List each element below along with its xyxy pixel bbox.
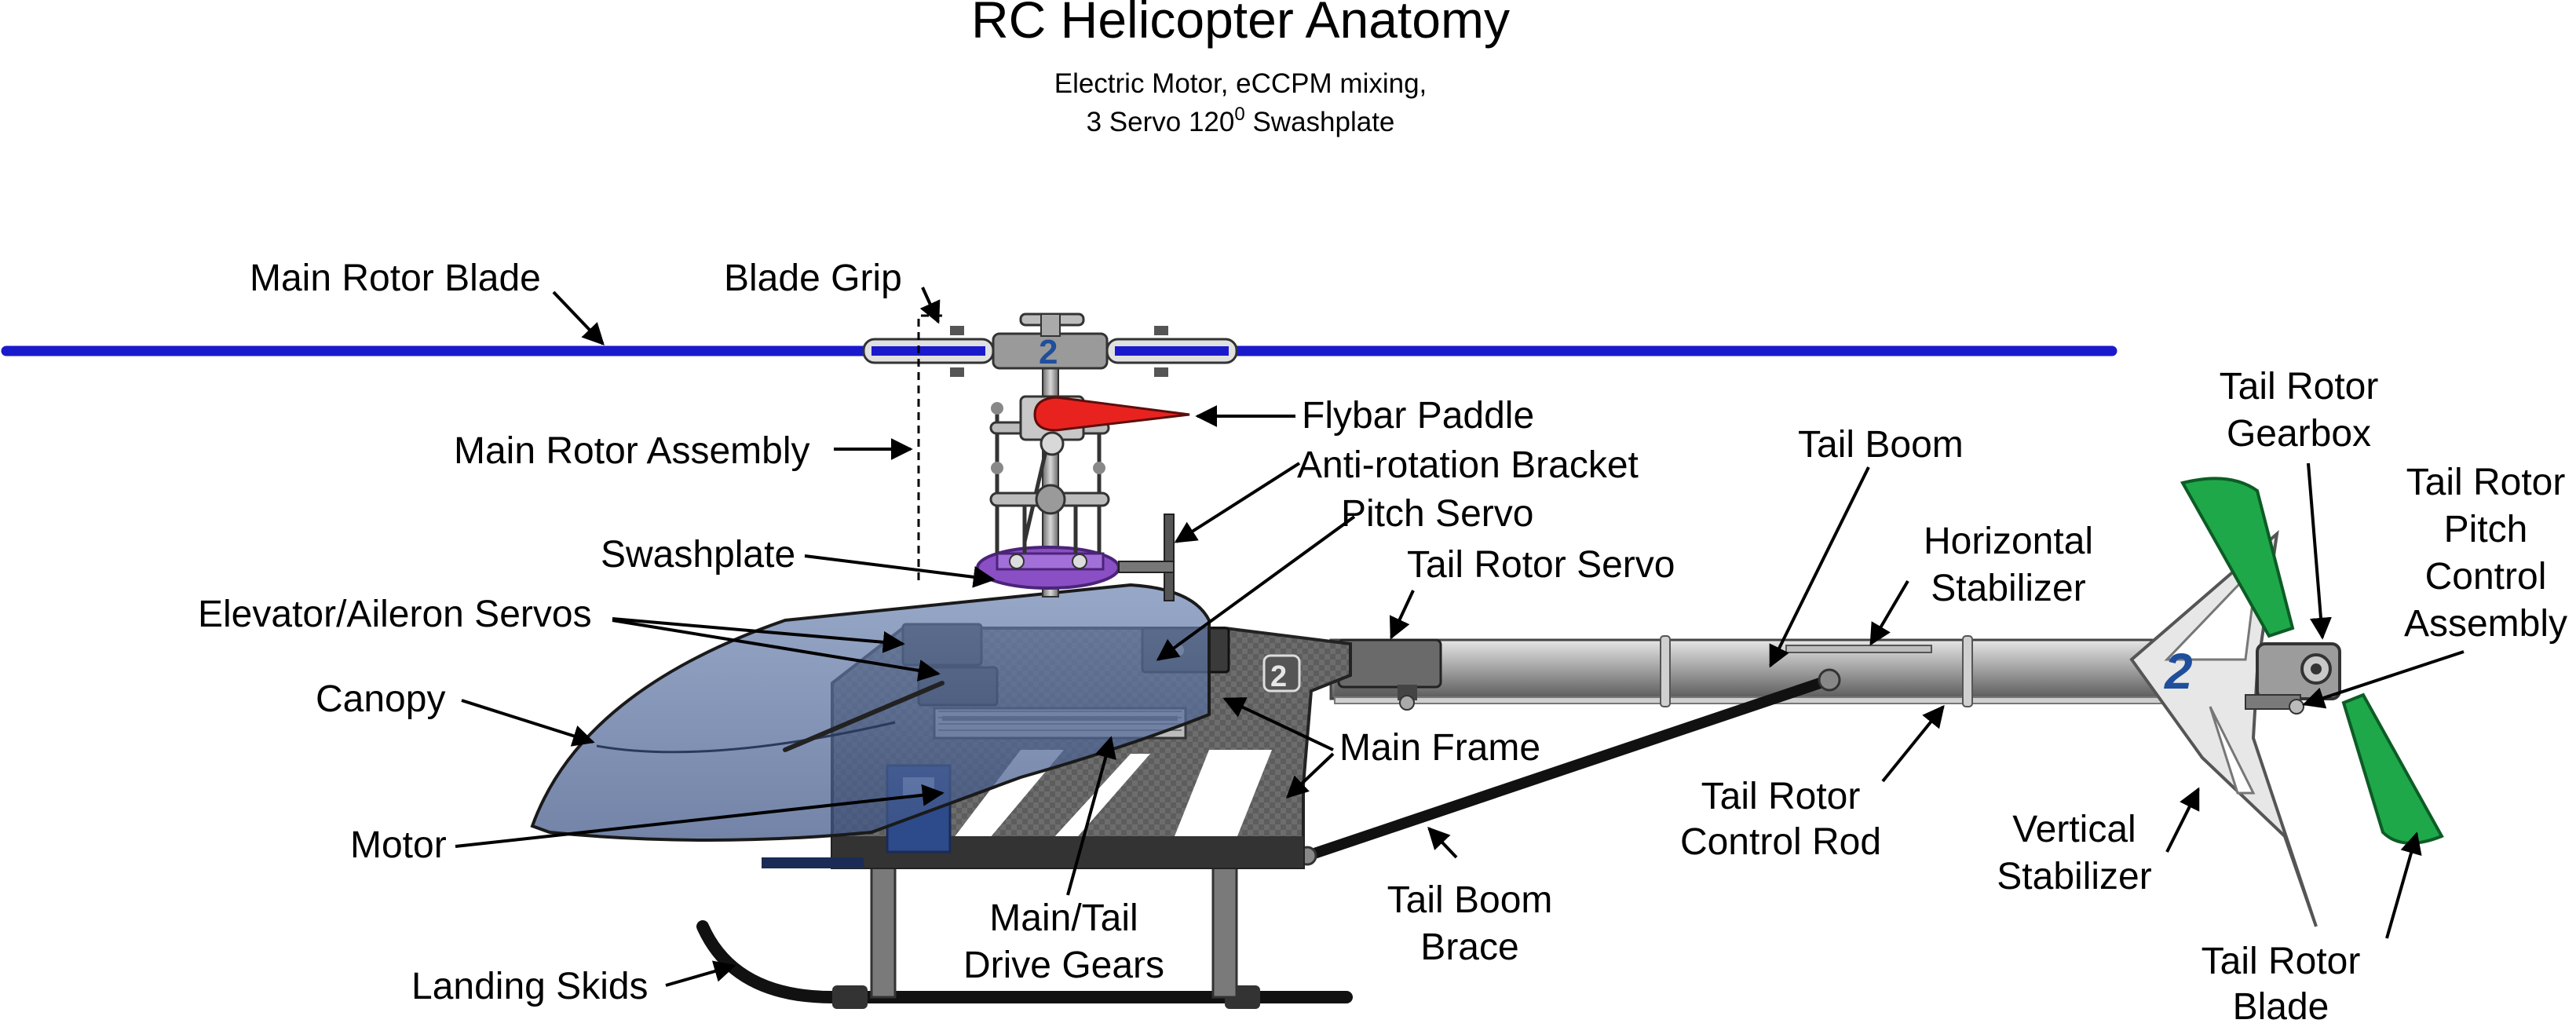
leader-tail-boom bbox=[1769, 466, 1870, 668]
tail-rotor-servo bbox=[1337, 638, 1442, 711]
swashplate bbox=[976, 546, 1120, 590]
label-tail-rotor-control-rod-line-2: Control Rod bbox=[1680, 821, 1881, 863]
subtitle-line-2: 3 Servo 1200 Swashplate bbox=[1087, 104, 1395, 137]
horizontal-stabilizer bbox=[1785, 645, 1932, 653]
degree-superscript: 0 bbox=[1234, 104, 1244, 125]
label-tail-rotor-gearbox-line-2: Gearbox bbox=[2227, 413, 2371, 455]
leader-swashplate bbox=[804, 554, 996, 588]
vertical-stabilizer: 2 bbox=[2129, 529, 2318, 927]
tail-rotor-blade bbox=[2180, 477, 2444, 845]
tail-rotor-gearbox bbox=[2256, 642, 2341, 700]
leader-elevator-servo-1 bbox=[612, 617, 905, 653]
label-flybar-paddle: Flybar Paddle bbox=[1302, 395, 1534, 437]
leader-anti-rotation-bracket bbox=[1174, 462, 1301, 543]
subtitle-line-1: Electric Motor, eCCPM mixing, bbox=[1054, 68, 1427, 99]
label-elevator-aileron-servos: Elevator/Aileron Servos bbox=[198, 594, 592, 635]
leader-tail-rotor-pitch bbox=[2302, 650, 2465, 709]
label-landing-skids: Landing Skids bbox=[411, 966, 649, 1007]
label-tail-rotor-servo: Tail Rotor Servo bbox=[1407, 544, 1675, 586]
label-pitch-servo: Pitch Servo bbox=[1341, 493, 1533, 535]
canopy bbox=[530, 583, 1211, 868]
rotor-head-decal-text: 2 bbox=[1039, 333, 1058, 371]
flybar-paddle bbox=[1033, 396, 1190, 432]
label-anti-rotation-bracket: Anti-rotation Bracket bbox=[1297, 444, 1639, 486]
label-main-rotor-blade: Main Rotor Blade bbox=[250, 258, 541, 299]
label-tail-boom-brace-line-2: Brace bbox=[1420, 926, 1518, 968]
leader-main-rotor-blade bbox=[552, 291, 605, 346]
label-main-frame: Main Frame bbox=[1339, 727, 1540, 769]
label-swashplate: Swashplate bbox=[601, 534, 795, 576]
leader-elevator-servo-2 bbox=[612, 619, 941, 682]
subtitle-line-2-suffix: Swashplate bbox=[1245, 107, 1395, 137]
label-tail-rotor-pitch-line-2: Pitch bbox=[2444, 509, 2528, 550]
rotor-head-cap bbox=[1019, 312, 1085, 337]
leader-tail-rotor-servo bbox=[1389, 590, 1415, 640]
blade-grips: 2 bbox=[862, 326, 1238, 377]
leader-drive-gears bbox=[1066, 736, 1116, 896]
tail-boom-brace bbox=[1302, 674, 1835, 861]
label-tail-rotor-pitch-line-3: Control bbox=[2425, 556, 2547, 598]
label-main-rotor-assembly: Main Rotor Assembly bbox=[454, 430, 810, 472]
label-tail-rotor-blade-line-1: Tail Rotor bbox=[2201, 941, 2361, 982]
label-blade-grip: Blade Grip bbox=[724, 258, 902, 299]
leader-tail-rotor-blade bbox=[2385, 831, 2422, 939]
label-tail-boom-brace-line-1: Tail Boom bbox=[1387, 879, 1553, 921]
label-horizontal-stabilizer-line-2: Stabilizer bbox=[1931, 568, 2085, 609]
label-tail-rotor-gearbox-line-1: Tail Rotor bbox=[2220, 366, 2379, 408]
label-vertical-stabilizer-line-1: Vertical bbox=[2012, 809, 2136, 850]
leader-tail-rotor-control-rod bbox=[1881, 704, 1945, 783]
label-tail-rotor-pitch-line-4: Assembly bbox=[2404, 603, 2567, 645]
leader-blade-grip bbox=[919, 287, 941, 324]
fin-decal-text: 2 bbox=[2164, 643, 2193, 700]
leader-main-frame-1 bbox=[1222, 697, 1334, 751]
label-tail-rotor-control-rod-line-1: Tail Rotor bbox=[1701, 776, 1861, 817]
label-horizontal-stabilizer-line-1: Horizontal bbox=[1924, 521, 2093, 562]
leader-pitch-servo bbox=[1156, 515, 1356, 661]
leader-canopy bbox=[461, 699, 595, 747]
leader-vertical-stabilizer bbox=[2165, 787, 2200, 853]
tail-rotor-pitch-control bbox=[2245, 694, 2304, 715]
subtitle-line-2-prefix: 3 Servo 120 bbox=[1087, 107, 1235, 137]
label-drive-gears-line-1: Main/Tail bbox=[989, 897, 1138, 939]
label-tail-rotor-pitch-line-1: Tail Rotor bbox=[2406, 462, 2566, 503]
frame-decal-text: 2 bbox=[1270, 660, 1287, 693]
label-drive-gears-line-2: Drive Gears bbox=[963, 945, 1164, 986]
leader-horizontal-stabilizer bbox=[1869, 579, 1909, 646]
label-canopy: Canopy bbox=[316, 678, 445, 720]
label-tail-rotor-blade-line-2: Blade bbox=[2233, 986, 2329, 1023]
page-title: RC Helicopter Anatomy bbox=[971, 0, 1510, 49]
leader-tail-boom-brace bbox=[1427, 826, 1458, 859]
label-tail-boom: Tail Boom bbox=[1798, 424, 1964, 466]
part-labels: Main Rotor Blade Blade Grip Main Rotor A… bbox=[198, 258, 2567, 1027]
label-motor: Motor bbox=[350, 824, 447, 866]
leader-landing-skids bbox=[665, 960, 736, 987]
leader-tail-rotor-gearbox bbox=[2307, 462, 2332, 640]
anti-rotation-bracket bbox=[1118, 514, 1175, 601]
leader-main-frame-2 bbox=[1285, 752, 1335, 799]
leader-lines bbox=[455, 287, 2465, 987]
label-vertical-stabilizer-line-2: Stabilizer bbox=[1997, 856, 2151, 897]
leader-motor bbox=[455, 784, 945, 848]
